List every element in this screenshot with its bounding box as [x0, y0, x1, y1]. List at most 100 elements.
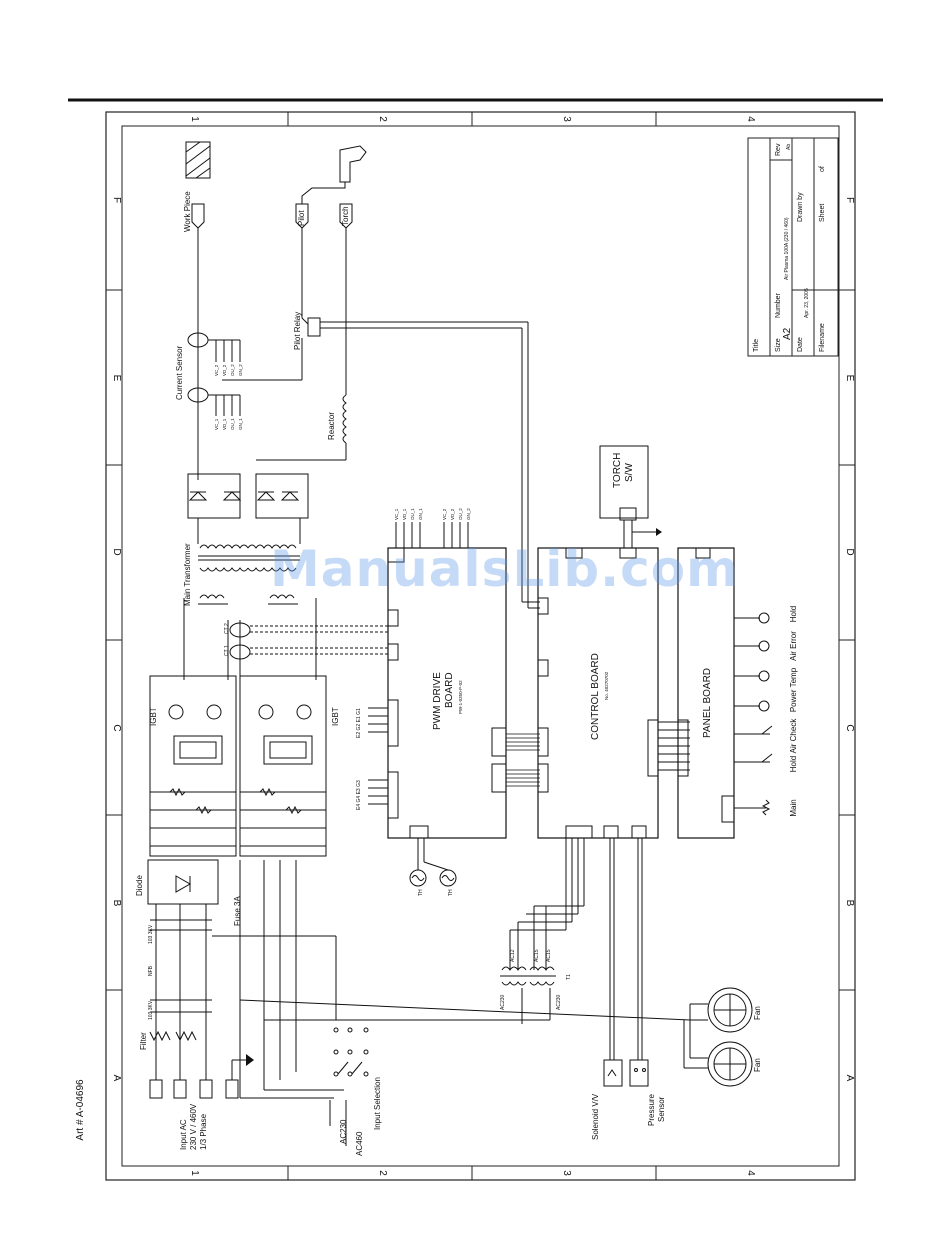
- pwm-sig-ou1: OU_1: [410, 508, 415, 520]
- rev-value: Ab: [786, 144, 792, 150]
- row-left-A: A: [111, 1075, 122, 1082]
- ct2-label: CT 2: [224, 623, 230, 634]
- sig-vc2: VC_2: [214, 364, 219, 376]
- ac230b-label: AC230: [556, 994, 562, 1010]
- pressure-label-1: Pressure: [647, 1093, 656, 1126]
- title-label: Title: [753, 339, 760, 352]
- torch-sw-label-1: TORCH: [612, 453, 623, 488]
- nfb-label: NFB: [148, 965, 154, 976]
- row-left-E: E: [111, 375, 122, 382]
- fuse-label: Fuse 3A: [233, 896, 242, 926]
- pwm-sig-ou2: OU_2: [458, 508, 463, 520]
- col-bot-2: 2: [377, 1170, 388, 1176]
- panel-label-air-check: Air Check: [789, 718, 798, 754]
- row-right-E: E: [844, 375, 855, 382]
- inner-frame: [121, 125, 840, 1167]
- pwm-part-label: PW-1-0350-P-02: [458, 680, 463, 714]
- control-part-label: No. 40270702: [604, 671, 609, 700]
- ac230-label: AC230: [339, 1119, 348, 1144]
- filename-label: Filename: [819, 323, 826, 352]
- diode-label: Diode: [135, 875, 144, 896]
- outer-frame: [105, 111, 856, 1181]
- fan-label-2: Fan: [753, 1058, 762, 1072]
- col-bot-1: 1: [189, 1170, 200, 1176]
- pwm-sig-gn2: GN_2: [466, 508, 471, 520]
- number-value: Air Plasma 100A (230 / 460): [784, 217, 790, 280]
- pwm-sig-gn1: GN_1: [418, 508, 423, 520]
- sig-vc1: VC_1: [214, 418, 219, 430]
- col-top-3: 3: [561, 116, 572, 122]
- date-value: Apr. 23, 2005: [804, 288, 810, 318]
- row-right-F: F: [844, 197, 855, 203]
- gate-label-2: E4 G4 E3 G3: [356, 780, 362, 810]
- pwm-sig-vd1: VD_1: [402, 508, 407, 520]
- number-label: Number: [775, 292, 782, 318]
- ac460-label: AC460: [355, 1131, 364, 1156]
- sig-vd1: VD_1: [222, 418, 227, 430]
- size-label: Size: [775, 338, 782, 352]
- col-bot-4: 4: [745, 1170, 756, 1176]
- input-selection-label: Input Selection: [373, 1077, 382, 1130]
- igbt-label-1: IGBT: [149, 707, 158, 726]
- cap-103-label: 103 3KV: [148, 924, 154, 944]
- sig-gn1: GN_1: [238, 418, 243, 430]
- size-value: A2: [782, 327, 793, 340]
- igbt-label-2: IGBT: [331, 707, 340, 726]
- row-left-D: D: [111, 548, 122, 555]
- work-piece-label: Work Piece: [183, 191, 192, 232]
- row-right-C: C: [844, 724, 855, 731]
- torch-label: Torch: [341, 206, 350, 226]
- current-sensor-label: Current Sensor: [175, 345, 184, 400]
- row-right-A: A: [844, 1075, 855, 1082]
- row-left-C: C: [111, 724, 122, 731]
- th-label-2: TH: [448, 889, 454, 896]
- sig-ou1: OU_1: [230, 418, 235, 430]
- cap-103b-label: 103 3KV: [148, 1000, 154, 1020]
- pressure-label-2: Sensor: [657, 1096, 666, 1122]
- row-left-B: B: [111, 900, 122, 907]
- fan-label-1: Fan: [753, 1006, 762, 1020]
- panel-label-hold-bottom: Hold: [789, 756, 798, 772]
- input-ac-label-1: Input AC: [179, 1119, 188, 1150]
- filter-label: Filter: [139, 1032, 148, 1050]
- igbt-block-2: [239, 675, 327, 857]
- sig-gn2: GN_2: [238, 364, 243, 376]
- row-left-F: F: [111, 197, 122, 203]
- torch-sw-label-2: S/W: [624, 463, 635, 482]
- pwm-sig-vc1: VC_1: [394, 508, 399, 520]
- control-board-label: CONTROL BOARD: [590, 653, 601, 740]
- diode-bridge: [147, 859, 246, 1099]
- panel-label-power-temp: Power Temp: [789, 667, 798, 712]
- th-label-1: TH: [418, 889, 424, 896]
- panel-label-hold-top: Hold: [789, 606, 798, 622]
- date-label: Date: [797, 337, 804, 352]
- pilot-label: Pilot: [297, 210, 306, 226]
- row-right-D: D: [844, 548, 855, 555]
- igbt-block-1: [149, 675, 237, 857]
- watermark: ManualsLib.com: [270, 540, 740, 598]
- drawn-label: Drawn by: [797, 192, 804, 222]
- input-ac-label-3: 1/3 Phase: [199, 1113, 208, 1150]
- panel-label-main: Main: [789, 799, 798, 816]
- ac15a-label: AC15: [534, 949, 540, 962]
- ac230a-label: AC230: [500, 994, 506, 1010]
- of-label: of: [819, 166, 826, 172]
- sheet-label: Sheet: [819, 204, 826, 222]
- input-ac-label-2: 230 V / 460V: [189, 1103, 198, 1150]
- panel-board-label: PANEL BOARD: [702, 668, 713, 738]
- pilot-relay-label: Pilot Relay: [293, 312, 302, 350]
- sig-vd2: VD_2: [222, 364, 227, 376]
- torch-switch-box: [599, 445, 649, 519]
- gate-label-1: E2 G2 E1 G1: [356, 708, 362, 738]
- reactor-label: Reactor: [327, 412, 336, 440]
- control-board: [537, 547, 659, 839]
- pwm-board-label-1: PWM DRIVE: [432, 672, 443, 730]
- ac15b-label: AC15: [546, 949, 552, 962]
- t1-label: T1: [566, 974, 572, 980]
- title-block: [747, 137, 839, 357]
- row-right-B: B: [844, 900, 855, 907]
- solenoid-label: Solenoid V/V: [591, 1093, 600, 1140]
- col-top-1: 1: [189, 116, 200, 122]
- input-selection-wiring: [212, 860, 691, 1146]
